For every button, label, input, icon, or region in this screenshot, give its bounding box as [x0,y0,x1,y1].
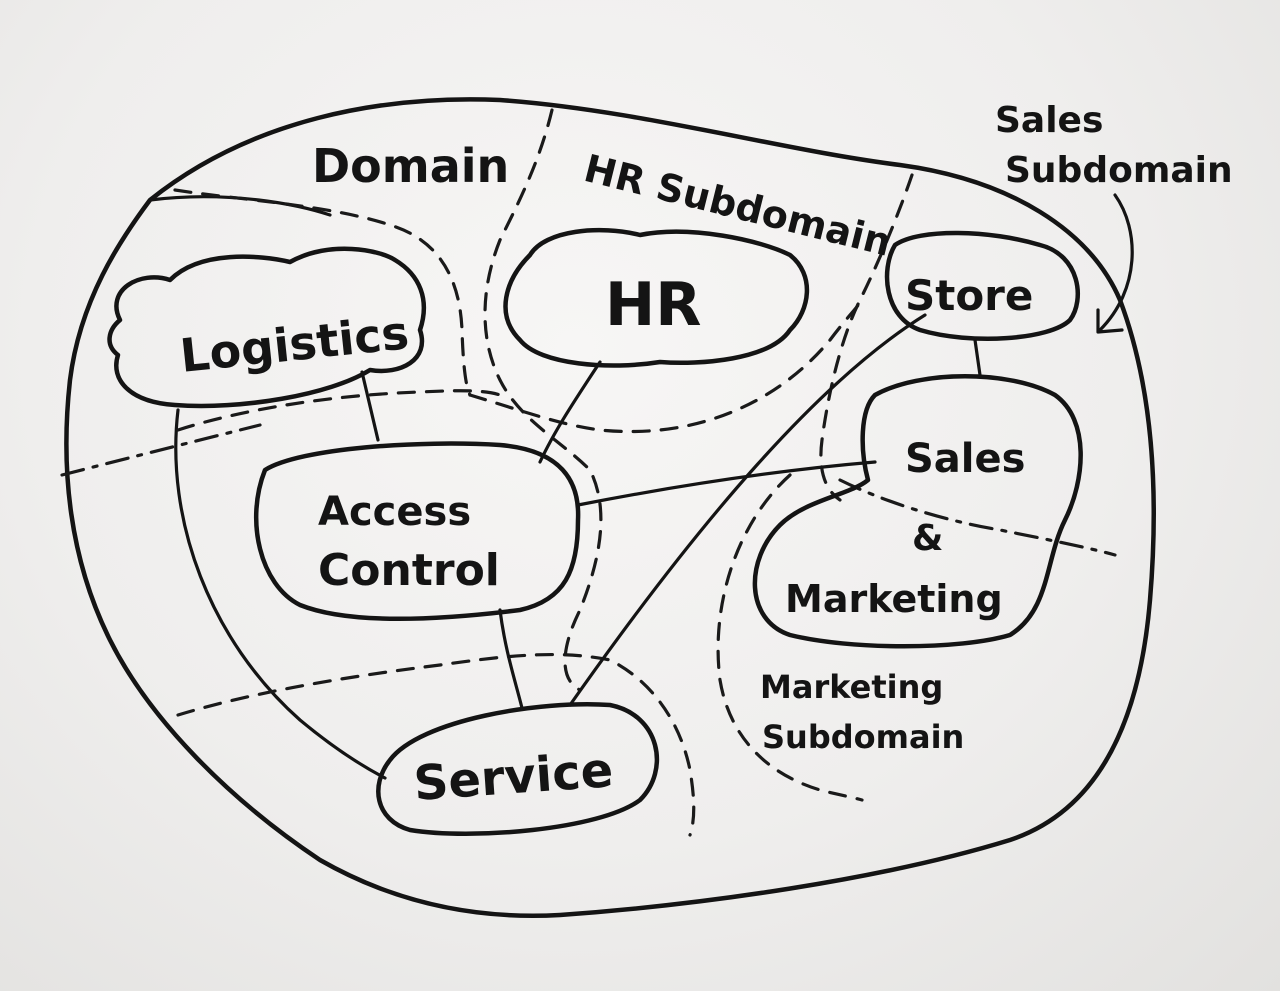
access-control-label-line2: Control [318,545,500,596]
hr-subdomain-label: HR Subdomain [580,146,896,265]
marketing-subdomain-boundary [716,473,864,802]
service-subdomain-boundary [176,652,696,837]
logistics-subdomain-boundary [173,188,472,397]
sales-marketing-label-line1: Sales [905,436,1025,482]
access-control-context-shape [253,441,581,621]
store-context-shape [884,230,1080,341]
domain-label: Domain [312,139,509,193]
marketing-subdomain-label-line2: Subdomain [762,718,964,756]
sales-marketing-label-line3: Marketing [785,577,1003,621]
hr-access-relation [538,360,602,464]
access-service-relation [498,608,524,710]
sales-marketing-label-line2: & [912,518,943,559]
logistics-context-shape [107,246,426,409]
hr-label: HR [605,270,701,340]
store-label: Store [905,271,1033,320]
hr-subdomain-right-boundary [819,173,914,502]
service-label: Service [412,742,615,812]
core-domain-boundary [148,195,387,780]
logistics-access-relation [360,370,380,442]
domain-boundary [64,97,1156,918]
sales-subdomain-label-line1: Sales [995,100,1103,141]
marketing-subdomain-label-line1: Marketing [760,668,943,706]
sales-subdomain-arrow [1098,193,1134,332]
sales-subdomain-label-line2: Subdomain [1005,150,1233,191]
domain-divider-upper [60,423,262,477]
store-sales-relation [973,338,982,377]
sales-subdomain-arrow-head [1096,308,1124,334]
service-context-shape [376,702,660,836]
hr-region-lower-boundary [468,298,864,434]
access-control-label-line1: Access [318,489,471,535]
store-service-relation [568,313,927,707]
logistics-access-boundary [176,389,502,432]
hr-subdomain-left-boundary [483,108,603,692]
access-sales-relation [576,460,877,507]
sales-marketing-context-shape [752,374,1083,649]
hr-context-shape [503,227,810,368]
